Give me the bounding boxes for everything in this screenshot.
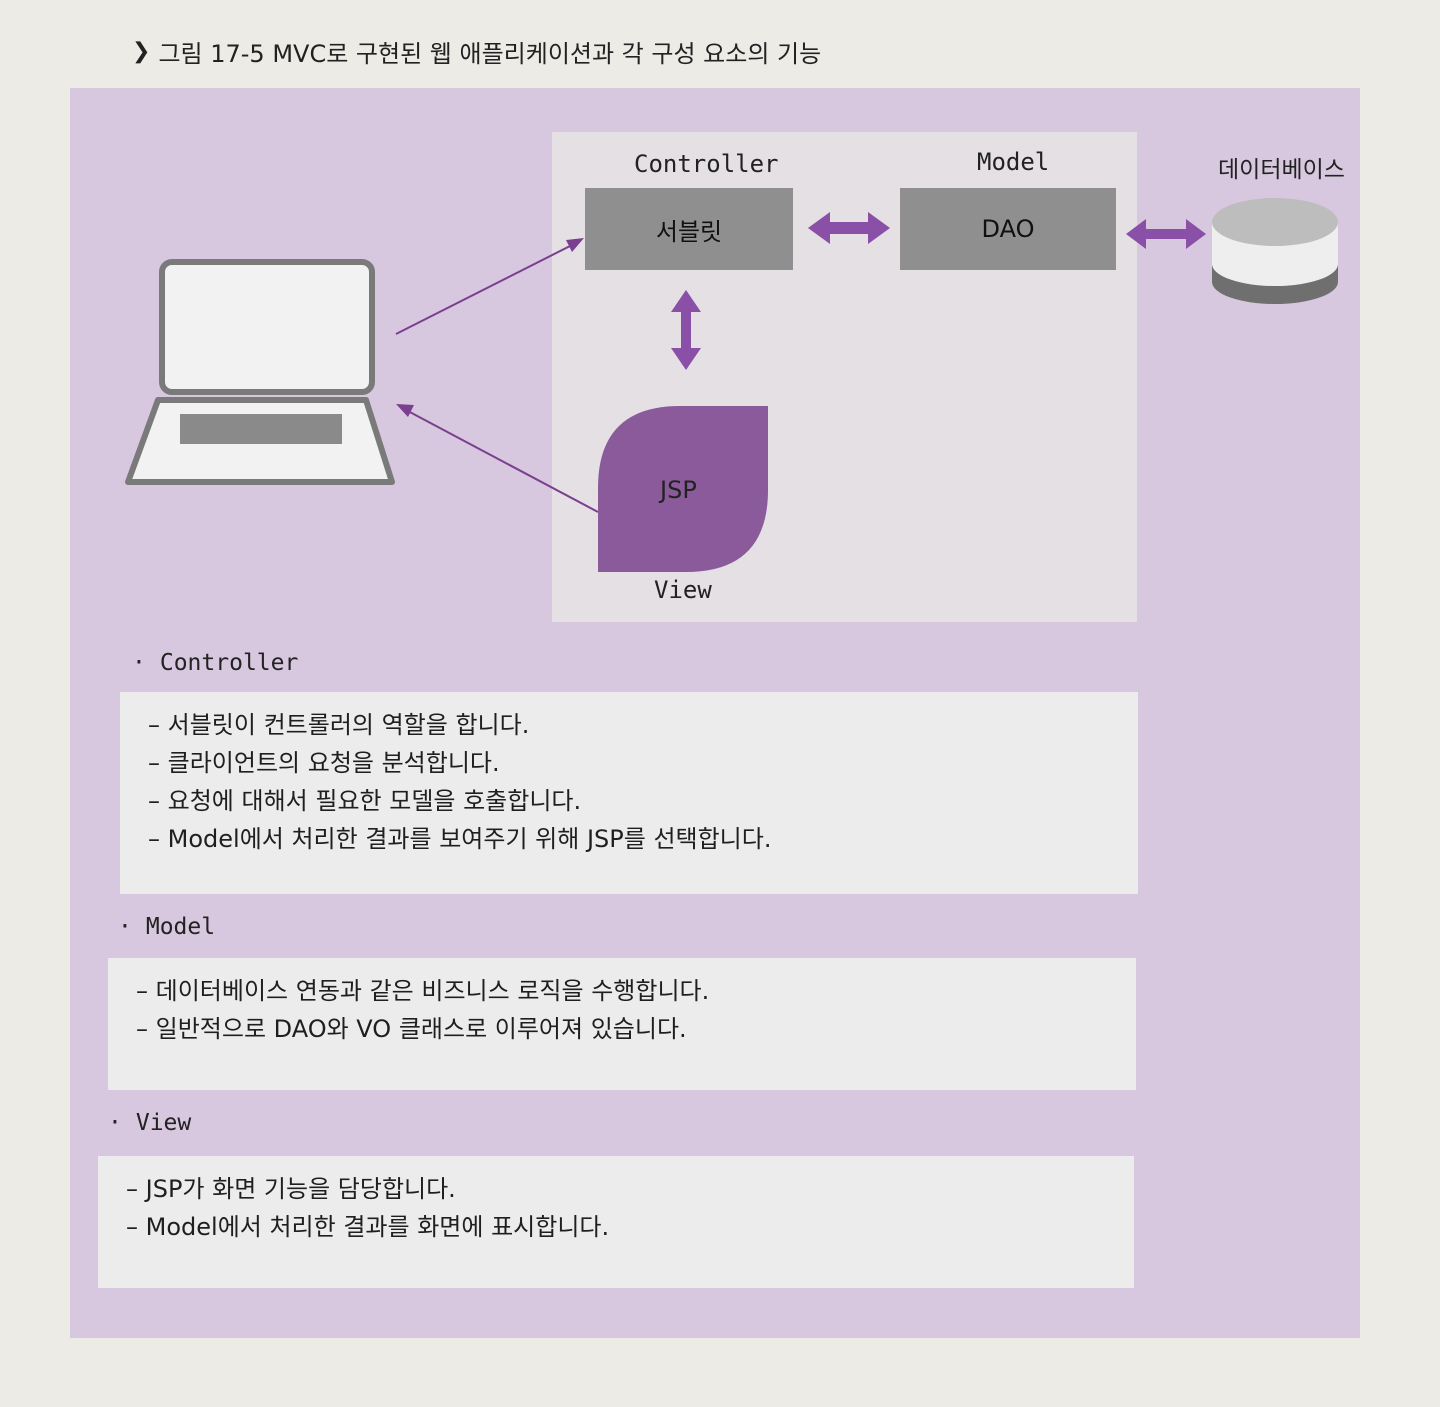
laptop-icon bbox=[125, 259, 395, 485]
database-label: 데이터베이스 bbox=[1218, 157, 1345, 183]
figure-caption: ❯ 그림 17-5 MVC로 구현된 웹 애플리케이션과 각 구성 요소의 기능 bbox=[132, 34, 821, 69]
list-item: – 클라이언트의 요청을 분석합니다. bbox=[148, 749, 500, 777]
list-item: – Model에서 처리한 결과를 화면에 표시합니다. bbox=[126, 1213, 610, 1241]
list-item: – 요청에 대해서 필요한 모델을 호출합니다. bbox=[148, 787, 582, 815]
model-description-card: – 데이터베이스 연동과 같은 비즈니스 로직을 수행합니다. – 일반적으로 … bbox=[108, 958, 1136, 1090]
list-item: – 서블릿이 컨트롤러의 역할을 합니다. bbox=[148, 711, 530, 739]
view-description-card: – JSP가 화면 기능을 담당합니다. – Model에서 처리한 결과를 화… bbox=[98, 1156, 1134, 1288]
request-arrow bbox=[395, 238, 584, 335]
servlet-box: 서블릿 bbox=[585, 188, 793, 270]
list-item: – 일반적으로 DAO와 VO 클래스로 이루어져 있습니다. bbox=[136, 1015, 687, 1043]
caption-text: 그림 17-5 MVC로 구현된 웹 애플리케이션과 각 구성 요소의 기능 bbox=[158, 40, 822, 68]
model-database-double-arrow-icon bbox=[1126, 219, 1206, 249]
section-heading-view: ·View bbox=[108, 1110, 192, 1136]
list-item: – Model에서 처리한 결과를 보여주기 위해 JSP를 선택합니다. bbox=[148, 825, 772, 853]
section-heading-controller: ·Controller bbox=[132, 650, 299, 676]
response-arrow bbox=[396, 404, 599, 513]
list-item: – 데이터베이스 연동과 같은 비즈니스 로직을 수행합니다. bbox=[136, 977, 710, 1005]
list-item: – JSP가 화면 기능을 담당합니다. bbox=[126, 1175, 456, 1203]
controller-model-double-arrow-icon bbox=[808, 212, 890, 244]
database-icon bbox=[1212, 198, 1338, 304]
model-label: Model bbox=[977, 148, 1050, 176]
section-heading-model: ·Model bbox=[118, 914, 216, 940]
bullet-icon: · bbox=[108, 1110, 122, 1136]
dao-box: DAO bbox=[900, 188, 1116, 270]
jsp-view-shape bbox=[598, 406, 768, 572]
controller-view-double-arrow-icon bbox=[671, 290, 701, 370]
view-label: View bbox=[654, 576, 712, 604]
jsp-label: JSP bbox=[660, 476, 697, 504]
chevron-down-icon: ❯ bbox=[132, 39, 151, 64]
controller-label: Controller bbox=[634, 150, 779, 178]
controller-description-card: – 서블릿이 컨트롤러의 역할을 합니다. – 클라이언트의 요청을 분석합니다… bbox=[120, 692, 1138, 894]
bullet-icon: · bbox=[118, 914, 132, 940]
bullet-icon: · bbox=[132, 650, 146, 676]
